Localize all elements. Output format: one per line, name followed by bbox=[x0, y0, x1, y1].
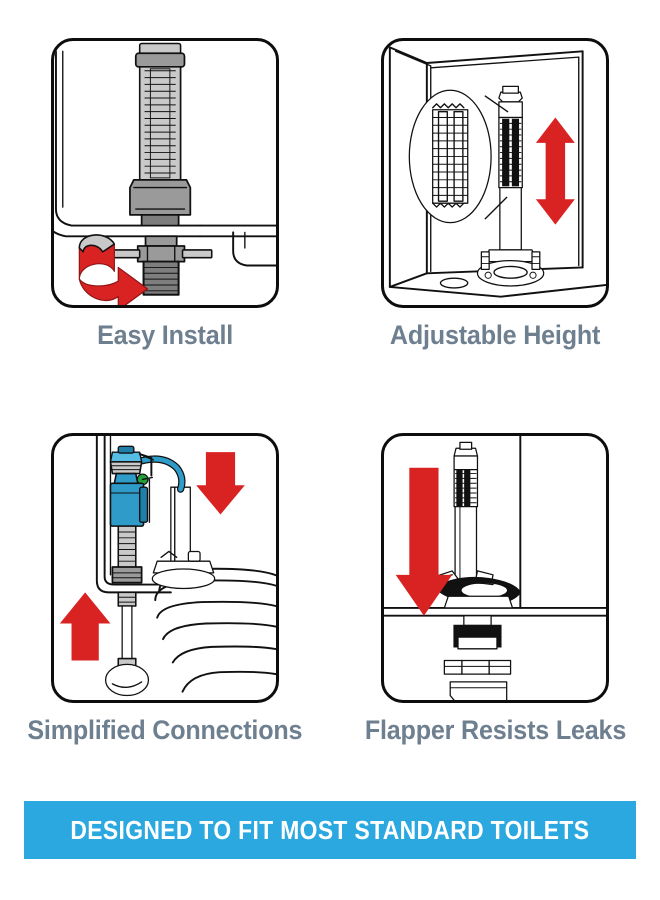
fill-valve-blue-graphic bbox=[104, 445, 154, 697]
feature-label-simplified-connections: Simplified Connections bbox=[27, 715, 303, 745]
overflow-tube-graphic bbox=[151, 486, 216, 590]
illustration-adjustable-height bbox=[381, 38, 609, 308]
overflow-tube-graphic bbox=[453, 441, 479, 584]
gasket-ring-graphic bbox=[443, 659, 512, 675]
shank-and-nut-graphic bbox=[109, 235, 213, 296]
illustration-flapper-resists-leaks bbox=[381, 433, 609, 703]
fill-valve-graphic bbox=[476, 85, 545, 287]
refill-direction-arrow-icon bbox=[196, 452, 245, 515]
locknut-graphic bbox=[449, 681, 508, 700]
banner-text: DESIGNED TO FIT MOST STANDARD TOILETS bbox=[70, 814, 590, 845]
bottom-banner: DESIGNED TO FIT MOST STANDARD TOILETS bbox=[24, 801, 636, 859]
feature-adjustable-height: Adjustable Height bbox=[330, 0, 660, 395]
magnified-shank-callout bbox=[408, 89, 492, 224]
feature-simplified-connections: Simplified Connections bbox=[0, 395, 330, 790]
feature-label-flapper-resists-leaks: Flapper Resists Leaks bbox=[364, 715, 626, 745]
feature-easy-install: Easy Install bbox=[0, 0, 330, 395]
supply-direction-arrow-icon bbox=[59, 592, 111, 661]
illustration-easy-install bbox=[51, 38, 279, 308]
feature-label-adjustable-height: Adjustable Height bbox=[389, 320, 601, 350]
feature-flapper-resists-leaks: Flapper Resists Leaks bbox=[330, 395, 660, 790]
illustration-simplified-connections bbox=[51, 433, 279, 703]
supply-hose-graphic bbox=[129, 42, 192, 227]
feature-grid: Easy Install bbox=[0, 0, 660, 790]
twist-arrow-icon bbox=[78, 234, 149, 305]
height-adjust-arrow-icon bbox=[535, 117, 575, 225]
flush-valve-shank-graphic bbox=[453, 615, 502, 650]
feature-label-easy-install: Easy Install bbox=[97, 320, 233, 350]
seal-pressure-arrow-icon bbox=[395, 467, 453, 616]
